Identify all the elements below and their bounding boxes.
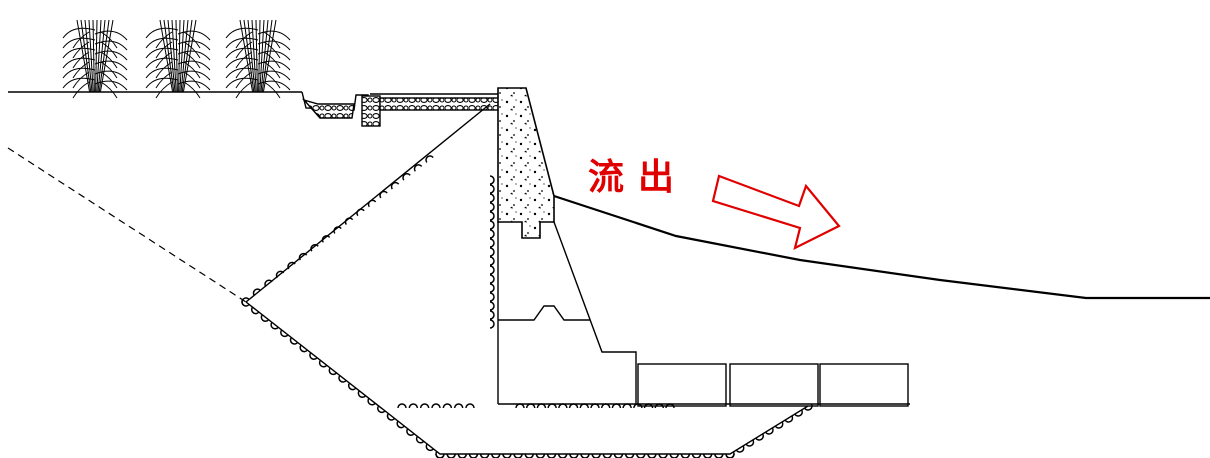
gabion-box — [729, 363, 819, 407]
water-surface-line — [553, 194, 1210, 300]
gabion-mesh-icon — [241, 155, 813, 458]
retaining-wall-body — [497, 221, 637, 404]
gabion-box — [819, 363, 909, 407]
outflow-label: 流出 — [588, 157, 689, 198]
crop-plant-icon — [225, 19, 291, 99]
crop-plant-icon — [62, 19, 128, 99]
gabion-box — [637, 363, 727, 407]
original-slope-dashed-line — [7, 147, 247, 303]
pipe-conduit — [379, 97, 501, 111]
outflow-arrow-icon — [711, 174, 841, 251]
channel-lining — [301, 98, 355, 119]
collector-box — [361, 95, 381, 127]
crop-plant-icon — [145, 19, 211, 99]
concrete-wall-cap — [497, 87, 555, 239]
crop-plant-icon — [62, 19, 291, 99]
